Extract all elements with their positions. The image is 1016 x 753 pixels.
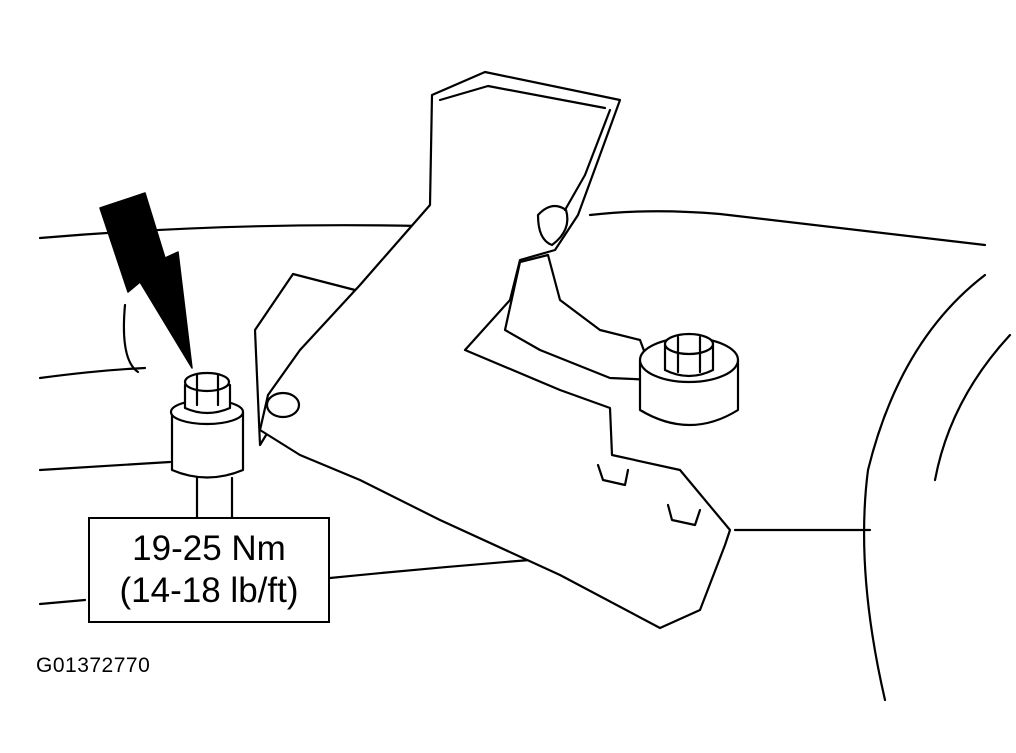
indicator-arrow-icon [99, 192, 193, 369]
main-bracket [258, 70, 732, 630]
torque-spec-callout: 19-25 Nm (14-18 lb/ft) [88, 517, 330, 623]
figure-id: G01372770 [36, 654, 151, 677]
bracket-hole [265, 391, 301, 419]
left-bolt [169, 371, 245, 522]
housing-lines [38, 210, 1012, 702]
support-strut [503, 253, 657, 382]
torque-metric: 19-25 Nm [132, 529, 286, 568]
torque-imperial: (14-18 lb/ft) [119, 571, 299, 610]
right-bolt [638, 332, 740, 426]
